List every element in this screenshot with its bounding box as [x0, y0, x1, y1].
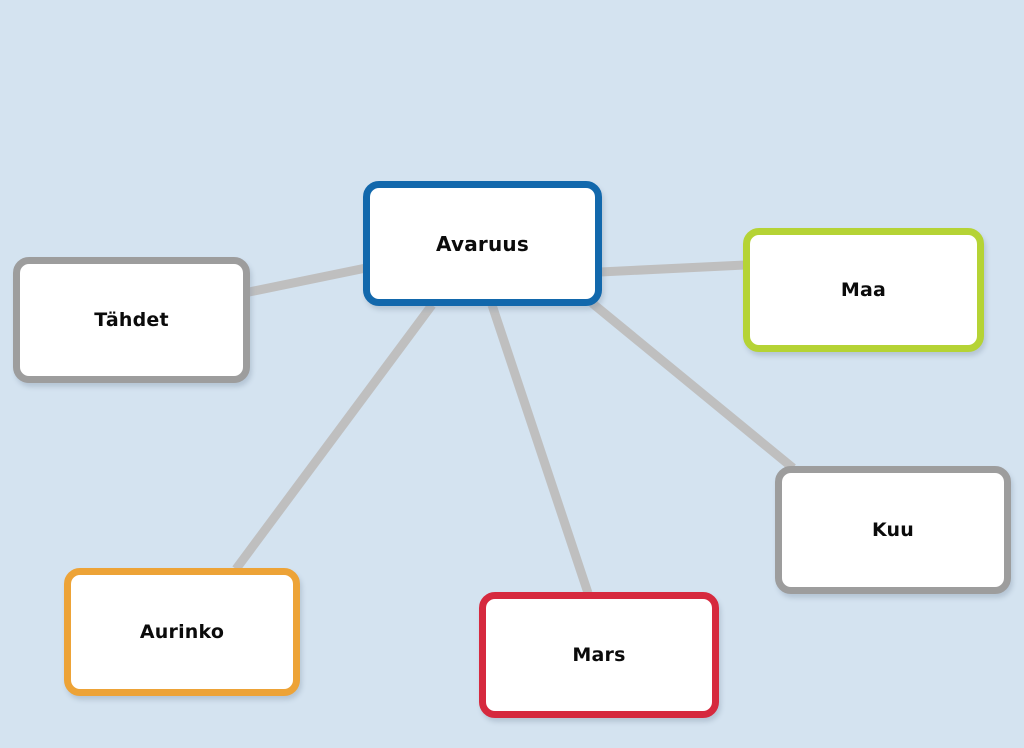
node-label-avaruus: Avaruus	[436, 231, 529, 256]
node-label-mars: Mars	[572, 643, 626, 666]
edge-avaruus-mars	[487, 303, 593, 595]
node-aurinko[interactable]: Aurinko	[64, 568, 300, 696]
node-label-tahdet: Tähdet	[94, 308, 169, 331]
node-label-aurinko: Aurinko	[139, 620, 225, 643]
edge-avaruus-aurinko	[232, 302, 436, 572]
node-label-maa: Maa	[840, 278, 887, 301]
node-maa[interactable]: Maa	[743, 228, 984, 352]
node-mars[interactable]: Mars	[479, 592, 719, 718]
edge-avaruus-maa	[599, 260, 746, 277]
edge-avaruus-kuu	[589, 299, 796, 472]
node-label-kuu: Kuu	[871, 518, 915, 541]
node-kuu[interactable]: Kuu	[775, 466, 1011, 594]
node-tahdet[interactable]: Tähdet	[13, 257, 250, 383]
node-avaruus[interactable]: Avaruus	[363, 181, 602, 306]
edge-avaruus-tahdet	[248, 263, 367, 297]
